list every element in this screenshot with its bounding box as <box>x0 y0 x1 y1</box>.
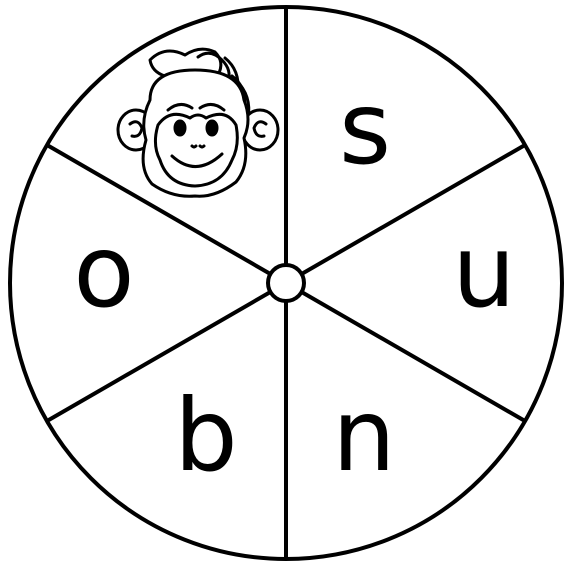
letter-s: s <box>339 70 391 187</box>
letter-u: u <box>452 213 515 330</box>
letter-b: b <box>174 377 237 494</box>
letter-o: o <box>73 213 134 330</box>
letter-n: n <box>332 377 395 494</box>
spinner-center-hub[interactable] <box>268 265 304 301</box>
